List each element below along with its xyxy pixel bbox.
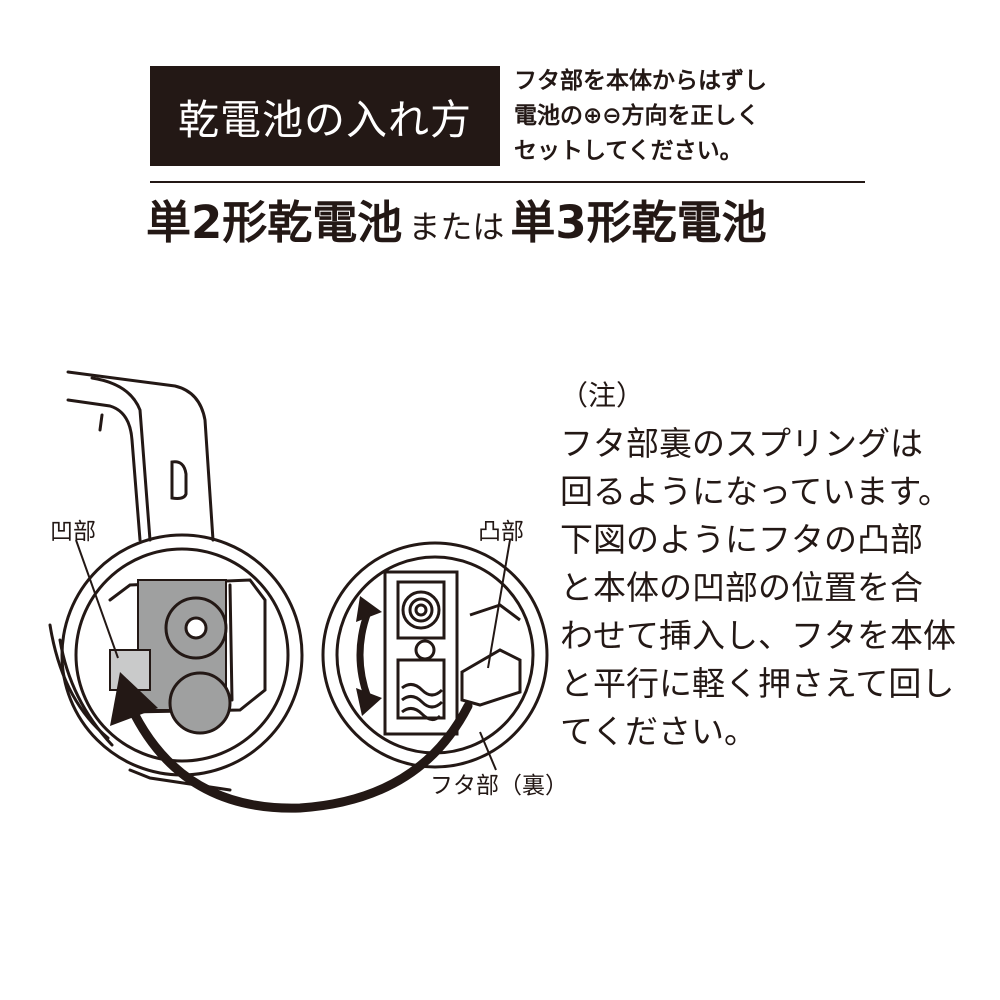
concave-label: 凹部	[50, 519, 96, 545]
note-line: と本体の凹部の位置を合	[560, 568, 923, 607]
instruction-line: セットしてください。	[514, 138, 743, 164]
note-line: わせて挿入し、フタを本体	[560, 616, 956, 655]
insertion-arrow	[125, 700, 473, 813]
note-heading: （注）	[560, 379, 645, 412]
note-line: フタ部裏のスプリングは	[560, 424, 923, 463]
instruction-line: フタ部を本体からはずし	[514, 68, 767, 94]
lid-back-label: フタ部（裏）	[430, 773, 568, 799]
battery-type-line: 単2形乾電池 または 単3形乾電池	[146, 186, 866, 256]
instruction-line: 電池の⊕⊖方向を正しく	[514, 103, 760, 129]
note-line: てください。	[560, 712, 758, 751]
instruction-text: フタ部を本体からはずし 電池の⊕⊖方向を正しく セットしてください。	[514, 64, 854, 169]
battery-bottom	[168, 671, 232, 735]
convex-label: 凸部	[478, 519, 524, 545]
battery-type-1: 単2形乾電池	[146, 196, 403, 249]
battery-type-2: 単3形乾電池	[510, 196, 767, 249]
note-line: と平行に軽く押さえて回し	[560, 664, 955, 703]
section-title-text: 乾電池の入れ方	[178, 96, 472, 144]
battery-connector: または	[408, 208, 505, 246]
lid-back	[321, 541, 549, 769]
note-line: 回るようになっています。	[560, 472, 952, 511]
note-block: （注） フタ部裏のスプリングは 回るようになっています。 下図のようにフタの凸部…	[560, 376, 980, 756]
lid-back-leader-line	[479, 731, 497, 771]
section-title: 乾電池の入れ方	[150, 66, 500, 166]
note-line: 下図のようにフタの凸部	[560, 520, 923, 559]
divider	[150, 181, 865, 183]
convex-leader-line	[487, 539, 511, 669]
concave-leader-line	[75, 539, 119, 659]
